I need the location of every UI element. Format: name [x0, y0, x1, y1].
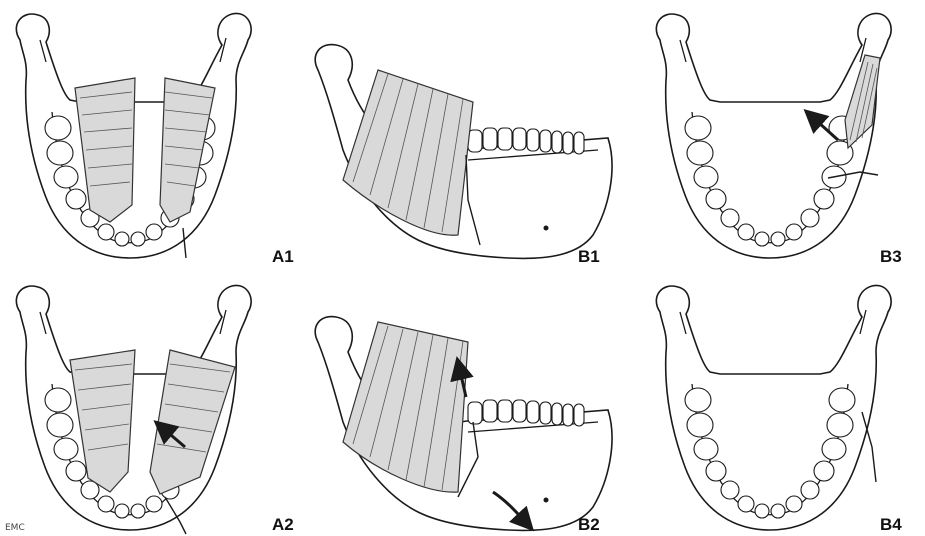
panel-label-b2: B2: [578, 515, 600, 534]
panel-b3: [656, 13, 891, 258]
panel-label-a2: A2: [272, 515, 294, 534]
panel-b1: [315, 45, 612, 259]
panel-b2: [315, 317, 612, 531]
credit-text: EMC: [5, 523, 25, 533]
panel-a2: [16, 285, 251, 534]
panel-b4: [656, 285, 891, 530]
panel-label-b3: B3: [880, 247, 902, 266]
panel-label-b1: B1: [578, 247, 600, 266]
masseter-muscle: [343, 322, 468, 492]
panel-label-b4: B4: [880, 515, 902, 534]
panel-a1: [16, 13, 251, 258]
panel-label-a1: A1: [272, 247, 294, 266]
